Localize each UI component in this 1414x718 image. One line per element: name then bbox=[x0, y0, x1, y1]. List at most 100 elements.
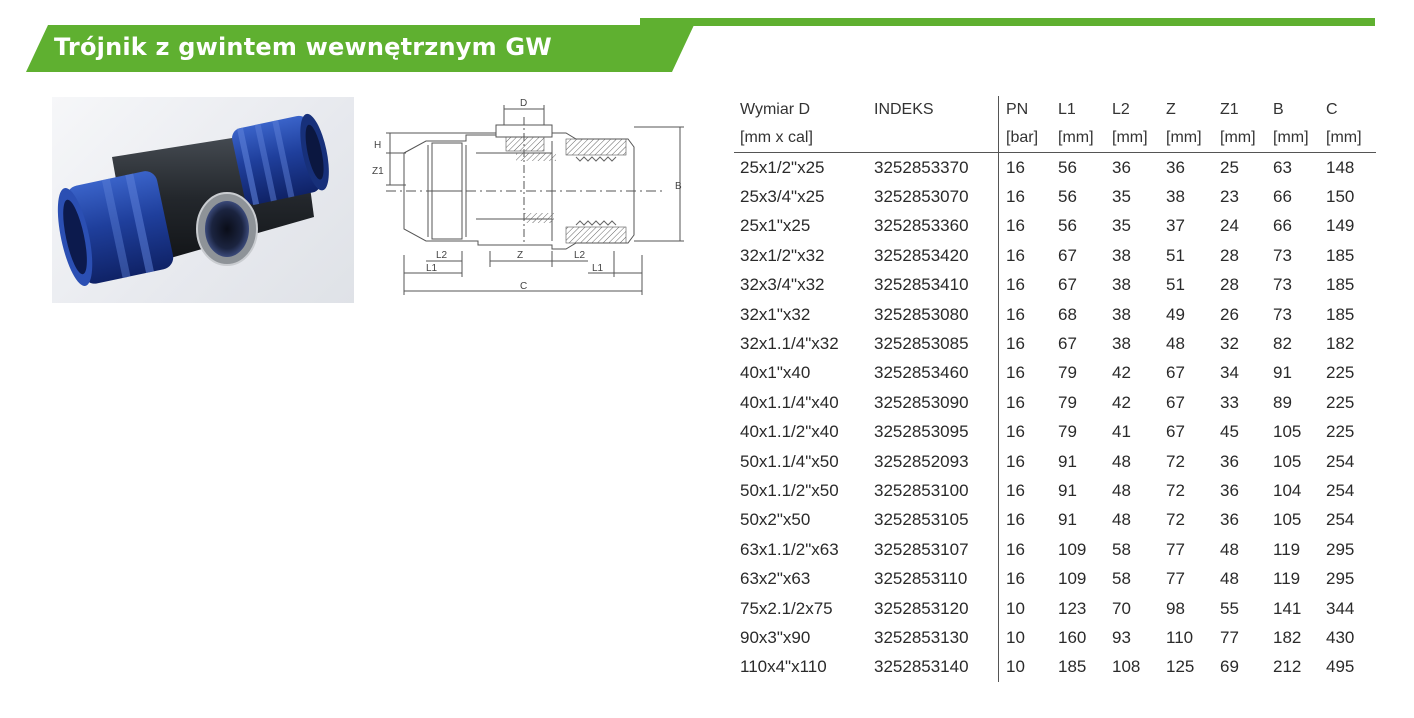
cell-pn: 16 bbox=[998, 417, 1058, 447]
cell-pn: 16 bbox=[998, 299, 1058, 330]
cell-dimension: 25x3/4"x25 bbox=[740, 187, 825, 207]
cell-z1: 23 bbox=[1220, 187, 1239, 207]
cell-l1: 91 bbox=[1058, 451, 1077, 471]
cell-dimension: 40x1.1/2"x40 bbox=[740, 422, 839, 442]
cell-dimension: 110x4"x110 bbox=[740, 657, 827, 677]
cell-pn: 16 bbox=[998, 476, 1058, 506]
cell-dimension: 90x3"x90 bbox=[740, 627, 811, 647]
unit-l2: [mm] bbox=[1112, 124, 1166, 153]
cell-z1: 24 bbox=[1220, 216, 1239, 236]
cell-l2: 42 bbox=[1112, 363, 1131, 383]
cell-c: 295 bbox=[1326, 569, 1355, 589]
header-pn: PN bbox=[998, 96, 1058, 124]
cell-b: 66 bbox=[1273, 187, 1292, 207]
cell-pn: 10 bbox=[998, 623, 1058, 653]
cell-z1: 28 bbox=[1220, 275, 1239, 295]
cell-pn: 16 bbox=[998, 505, 1058, 536]
cell-index: 3252853360 bbox=[874, 216, 969, 236]
cell-z: 51 bbox=[1166, 275, 1185, 295]
cell-c: 295 bbox=[1326, 539, 1355, 559]
cell-b: 104 bbox=[1273, 480, 1302, 500]
cell-dimension: 40x1"x40 bbox=[740, 363, 811, 383]
cell-z: 36 bbox=[1166, 157, 1185, 177]
cell-z: 77 bbox=[1166, 569, 1185, 589]
cell-index: 3252853107 bbox=[874, 539, 969, 559]
cell-index: 3252853120 bbox=[874, 598, 969, 618]
header-z: Z bbox=[1166, 101, 1176, 118]
cell-b: 105 bbox=[1273, 510, 1302, 530]
cell-pn: 16 bbox=[998, 358, 1058, 389]
cell-b: 63 bbox=[1273, 157, 1292, 177]
cell-pn: 16 bbox=[998, 152, 1058, 183]
cell-pn: 16 bbox=[998, 270, 1058, 300]
cell-z: 110 bbox=[1166, 627, 1194, 647]
header-dimension: Wymiar D bbox=[740, 101, 811, 118]
dim-label-d: D bbox=[520, 98, 527, 109]
header-z1: Z1 bbox=[1220, 101, 1239, 118]
cell-z1: 28 bbox=[1220, 245, 1239, 265]
cell-c: 225 bbox=[1326, 363, 1355, 383]
dim-label-l1-left: L1 bbox=[426, 263, 438, 274]
cell-b: 105 bbox=[1273, 451, 1302, 471]
unit-index bbox=[874, 124, 999, 153]
cell-l2: 38 bbox=[1112, 334, 1131, 354]
cell-c: 430 bbox=[1326, 627, 1355, 647]
product-photo bbox=[52, 97, 354, 303]
cell-dimension: 32x3/4"x32 bbox=[740, 275, 825, 295]
cell-z: 67 bbox=[1166, 363, 1185, 383]
cell-l1: 109 bbox=[1058, 539, 1087, 559]
dim-label-l2-right: L2 bbox=[574, 250, 586, 261]
cell-dimension: 25x1"x25 bbox=[740, 216, 811, 236]
cell-l2: 48 bbox=[1112, 480, 1131, 500]
cell-l1: 67 bbox=[1058, 275, 1077, 295]
cell-z1: 55 bbox=[1220, 598, 1239, 618]
cell-c: 185 bbox=[1326, 304, 1355, 324]
cell-dimension: 75x2.1/2x75 bbox=[740, 598, 833, 618]
cell-b: 66 bbox=[1273, 216, 1292, 236]
dim-label-l1-right: L1 bbox=[592, 263, 604, 274]
header-accent-line bbox=[640, 18, 1375, 26]
cell-b: 89 bbox=[1273, 392, 1292, 412]
cell-c: 254 bbox=[1326, 480, 1355, 500]
cell-dimension: 63x1.1/2"x63 bbox=[740, 539, 839, 559]
cell-index: 3252853085 bbox=[874, 334, 969, 354]
dim-label-h: H bbox=[374, 140, 381, 151]
cell-pn: 16 bbox=[998, 182, 1058, 212]
unit-z: [mm] bbox=[1166, 124, 1220, 153]
cell-l2: 38 bbox=[1112, 304, 1131, 324]
dim-label-z1: Z1 bbox=[372, 166, 384, 177]
cell-z: 125 bbox=[1166, 657, 1195, 677]
cell-l2: 38 bbox=[1112, 275, 1131, 295]
cell-z: 72 bbox=[1166, 451, 1185, 471]
cell-l2: 41 bbox=[1112, 422, 1131, 442]
cell-l2: 48 bbox=[1112, 510, 1131, 530]
cell-l2: 35 bbox=[1112, 187, 1131, 207]
cell-z: 38 bbox=[1166, 187, 1185, 207]
cell-dimension: 63x2"x63 bbox=[740, 569, 811, 589]
cell-index: 3252853105 bbox=[874, 510, 969, 530]
cell-c: 185 bbox=[1326, 245, 1355, 265]
header-c: C bbox=[1326, 101, 1338, 118]
unit-b: [mm] bbox=[1273, 124, 1326, 153]
cell-index: 3252853460 bbox=[874, 363, 969, 383]
unit-l1: [mm] bbox=[1058, 124, 1112, 153]
cell-z: 67 bbox=[1166, 422, 1185, 442]
cell-b: 73 bbox=[1273, 275, 1292, 295]
unit-c: [mm] bbox=[1326, 124, 1376, 153]
cell-b: 73 bbox=[1273, 304, 1292, 324]
cell-b: 73 bbox=[1273, 245, 1292, 265]
cell-l2: 48 bbox=[1112, 451, 1131, 471]
cell-c: 344 bbox=[1326, 598, 1355, 618]
cell-c: 225 bbox=[1326, 392, 1355, 412]
cell-l2: 38 bbox=[1112, 245, 1131, 265]
cell-b: 141 bbox=[1273, 598, 1302, 618]
cell-index: 3252853420 bbox=[874, 245, 969, 265]
cell-z1: 48 bbox=[1220, 569, 1239, 589]
